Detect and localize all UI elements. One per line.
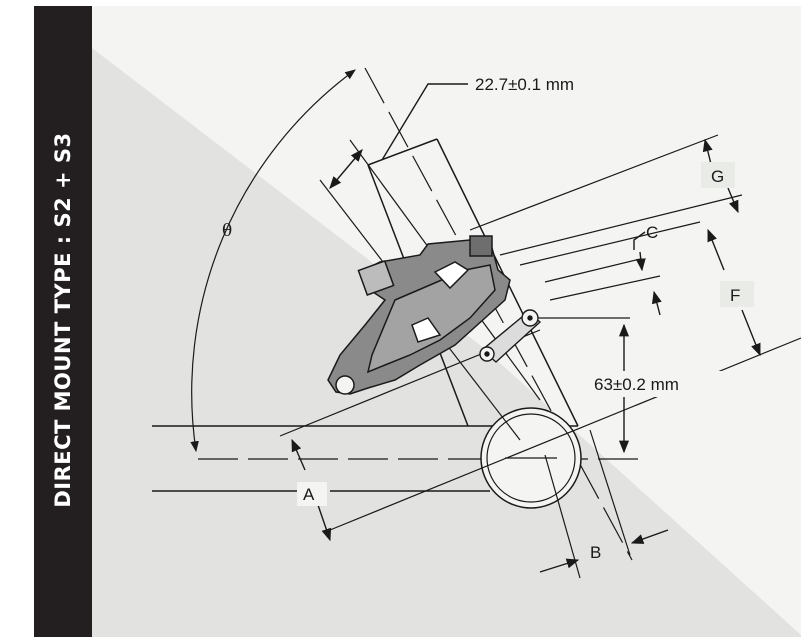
- f-label-box: [720, 281, 754, 307]
- ref-line-f-top: [519, 221, 701, 266]
- ref-line-f-bottom: [329, 337, 801, 531]
- theta-arc: [190, 69, 356, 453]
- derailleur-side-bolt: [357, 260, 395, 296]
- clamp-width-label: 22.7±0.1 mm: [475, 75, 574, 94]
- mount-bolt-bottom-center: [484, 351, 490, 357]
- ref-line-c-1: [544, 258, 641, 283]
- a-label: A: [303, 485, 315, 504]
- c-arrow-bottom: [651, 290, 662, 316]
- height-label: 63±0.2 mm: [594, 375, 679, 394]
- seat-tube-axis: [364, 67, 633, 561]
- clamp-width-leader: [381, 83, 468, 161]
- derailleur: [327, 235, 511, 395]
- a-arrow-top: [291, 438, 306, 471]
- c-arrow-top: [635, 251, 646, 272]
- bb-shell-inner: [486, 413, 576, 503]
- a-arrow-bottom: [317, 504, 332, 542]
- f-label: F: [730, 286, 740, 305]
- ref-line-g-bottom: [499, 194, 743, 256]
- a-label-box: [297, 482, 327, 506]
- c-leader: [633, 231, 646, 250]
- ref-line-g-top: [469, 134, 719, 231]
- g-arrow-bottom: [727, 187, 739, 214]
- derailleur-window-mid: [411, 317, 442, 343]
- height-label-box: [592, 371, 722, 397]
- g-label: G: [711, 167, 724, 186]
- mount-arm: [479, 309, 542, 363]
- mount-diagram: θ 22.7±0.1 mm G C F 63±0.2 mm A B: [92, 6, 801, 637]
- sidebar: [34, 6, 92, 637]
- b-ref-left: [544, 454, 581, 579]
- derailleur-bolt-block: [469, 235, 493, 257]
- sidebar-title: DIRECT MOUNT TYPE : S2 + S3: [51, 132, 75, 508]
- mount-bolt-top-center: [527, 315, 533, 321]
- b-arrow-right: [630, 529, 669, 544]
- theta-label: θ: [222, 221, 232, 241]
- b-arrow-left: [539, 558, 580, 573]
- ref-line-c-2: [549, 275, 661, 301]
- clamp-width-arrow: [329, 149, 363, 189]
- b-label: B: [590, 543, 601, 562]
- f-arrow-bottom: [741, 309, 761, 357]
- f-arrow-top: [707, 228, 725, 271]
- derailleur-window-top: [433, 261, 470, 290]
- seat-tube-top: [367, 138, 438, 166]
- c-label: C: [646, 223, 658, 242]
- derailleur-pivot: [335, 375, 355, 395]
- g-label-box: [701, 162, 735, 188]
- b-ref-right: [589, 429, 631, 556]
